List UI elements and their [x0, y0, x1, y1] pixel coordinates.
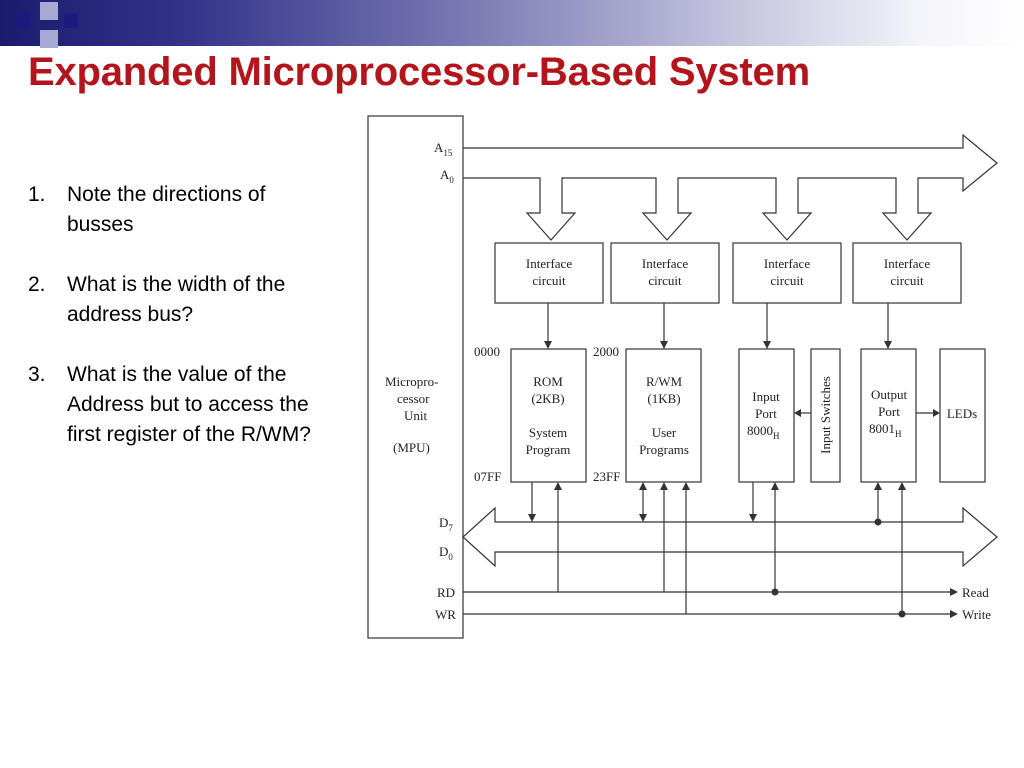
interface-1-line2: circuit	[532, 273, 566, 288]
address-bus-arrow	[463, 133, 998, 241]
interface-4-line1: Interface	[884, 256, 930, 271]
leds-block	[939, 348, 986, 483]
input-switches-label: Input Switches	[818, 376, 833, 454]
decor-square-navy-1	[16, 14, 30, 28]
leds-label: LEDs	[947, 406, 977, 421]
rom-name: ROM	[533, 374, 563, 389]
rom-end-address: 07FF	[474, 469, 501, 484]
interface-1-line1: Interface	[526, 256, 572, 271]
rwm-end-address: 23FF	[593, 469, 620, 484]
question-text: Note the directions of busses	[67, 183, 266, 236]
rom-desc-line2: Program	[526, 442, 571, 457]
mpu-label-line3: Unit	[404, 408, 428, 423]
interface-2-line2: circuit	[648, 273, 682, 288]
read-label: Read	[962, 585, 989, 600]
wr-label: WR	[435, 607, 456, 622]
decor-square-navy-2	[64, 14, 78, 28]
decor-square-light-2	[40, 30, 58, 48]
mpu-block	[367, 115, 464, 639]
input-switches-block	[810, 348, 841, 483]
mpu-label-sub: (MPU)	[393, 440, 430, 455]
rwm-start-address: 2000	[593, 344, 619, 359]
question-item: 1. Note the directions of busses	[28, 180, 328, 240]
rom-size: (2KB)	[531, 391, 564, 406]
interface-box-3	[732, 242, 842, 304]
arrowheads	[528, 341, 958, 618]
a0-label: A0	[440, 167, 454, 185]
data-bus-arrow	[462, 506, 998, 568]
interface-box-2	[610, 242, 720, 304]
input-port-line1: Input	[752, 389, 780, 404]
question-list: 1. Note the directions of busses 2. What i…	[28, 180, 328, 480]
rwm-desc-line2: Programs	[639, 442, 689, 457]
output-port-block	[860, 348, 917, 483]
interface-3-line1: Interface	[764, 256, 810, 271]
mpu-label-line1: Micropro-	[385, 374, 438, 389]
input-port-line2: Port	[755, 406, 777, 421]
question-text: What is the value of the Address but to …	[67, 363, 311, 446]
question-number: 2.	[28, 273, 46, 296]
rom-start-address: 0000	[474, 344, 500, 359]
system-block-diagram: Micropro- cessor Unit (MPU) A15 A0 D7 D0…	[367, 115, 998, 639]
question-item: 2. What is the width of the address bus?	[28, 270, 328, 330]
output-port-line1: Output	[871, 387, 908, 402]
slide-title: Expanded Microprocessor-Based System	[28, 50, 810, 94]
question-number: 3.	[28, 363, 46, 386]
question-text: What is the width of the address bus?	[67, 273, 286, 326]
rom-desc-line1: System	[529, 425, 567, 440]
interface-box-1	[494, 242, 604, 304]
interface-3-line2: circuit	[770, 273, 804, 288]
output-port-address: 8001H	[869, 421, 902, 439]
input-port-block	[738, 348, 795, 483]
rwm-desc-line1: User	[652, 425, 677, 440]
rwm-size: (1KB)	[647, 391, 680, 406]
rwm-name: R/WM	[646, 374, 683, 389]
d7-label: D7	[439, 515, 453, 533]
output-port-line2: Port	[878, 404, 900, 419]
rd-label: RD	[437, 585, 455, 600]
interface-box-4	[852, 242, 962, 304]
header-bar	[0, 0, 1024, 46]
interface-2-line1: Interface	[642, 256, 688, 271]
question-item: 3. What is the value of the Address but t…	[28, 360, 328, 450]
a15-label: A15	[434, 140, 453, 158]
rwm-block	[625, 348, 702, 483]
input-port-address: 8000H	[747, 423, 780, 441]
interface-4-line2: circuit	[890, 273, 924, 288]
mpu-label-line2: cessor	[397, 391, 430, 406]
decor-square-light-1	[40, 2, 58, 20]
d0-label: D0	[439, 544, 453, 562]
diagram-lines	[367, 115, 998, 639]
rom-block	[510, 348, 587, 483]
question-number: 1.	[28, 183, 46, 206]
write-label: Write	[962, 607, 991, 622]
